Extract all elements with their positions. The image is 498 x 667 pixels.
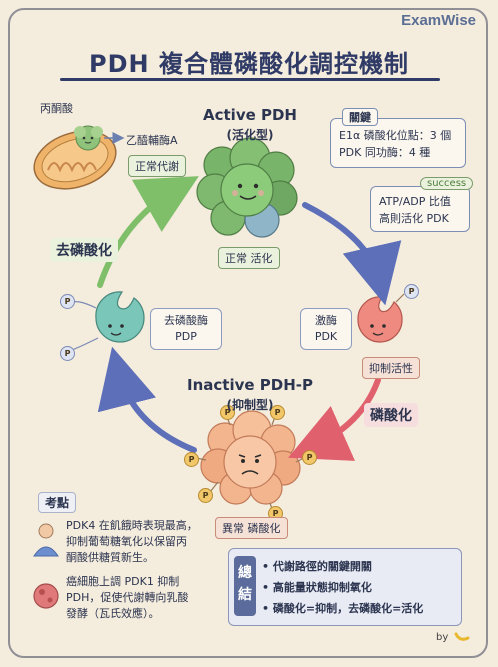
acetyl-coa-label: 乙醯輔酶A [126, 134, 178, 147]
pdk-box: 激酶 PDK [300, 308, 352, 350]
exam-item-2-line-1: 癌細胞上調 PDK1 抑制 [66, 575, 180, 588]
pyruvate-label: 丙酮酸 [40, 102, 73, 115]
inactive-pdh-subtitle: (抑制型) [226, 398, 274, 412]
summary-title: 總結 [234, 556, 256, 616]
pdk-line-1: 激酶 [315, 314, 337, 327]
pdp-box: 去磷酸酶 PDP [150, 308, 222, 350]
key-fact-2: PDK 同功酶：4 種 [339, 146, 431, 159]
exam-item-1-line-3: 酮酸供糖質新生。 [66, 551, 154, 564]
key-facts-box: E1α 磷酸化位點：3 個 PDK 同功酶：4 種 [330, 118, 466, 168]
summary-item-3: • 磷酸化=抑制，去磷酸化=活化 [262, 602, 424, 615]
success-badge: success [420, 177, 474, 190]
inactive-pdh-title: Inactive PDH-P [187, 376, 313, 394]
normal-metabolism-tag: 正常代謝 [128, 155, 186, 177]
active-status-tag: 正常 活化 [218, 247, 280, 269]
page-frame [8, 8, 488, 658]
exam-points-head: 考點 [38, 492, 77, 513]
exam-item-1-line-2: 抑制葡萄糖氧化以保留丙 [66, 535, 187, 548]
phosphate-badge: P [184, 452, 199, 467]
dephosphorylation-arrow [97, 176, 199, 288]
pdp-enzyme-icon [95, 291, 145, 343]
dephosphorylation-label: 去磷酸化 [50, 238, 118, 262]
atp-line-2: 高則活化 PDK [379, 212, 449, 225]
key-facts-head: 關鍵 [342, 108, 378, 126]
page-title: PDH 複合體磷酸化調控機制 [89, 50, 409, 78]
phosphate-badge: P [60, 294, 75, 309]
phosphate-badge: P [404, 284, 419, 299]
exam-item-2: 癌細胞上調 PDK1 抑制 PDH，促使代謝轉向乳酸 發酵（瓦氏效應）。 [66, 574, 188, 622]
inactive-pdh-icon [200, 410, 301, 505]
exam-item-1-line-1: PDK4 在飢餓時表現最高， [66, 519, 198, 532]
summary-item-2: • 高能量狀態抑制氧化 [262, 581, 372, 594]
summary-box [228, 548, 462, 626]
key-fact-1: E1α 磷酸化位點：3 個 [339, 129, 452, 142]
exam-item-2-line-2: PDH，促使代謝轉向乳酸 [66, 591, 189, 604]
pdp-line-2: PDP [175, 330, 197, 343]
brand-logo: ExamWise [401, 12, 476, 29]
pdk-line-2: PDK [314, 330, 338, 343]
phosphate-badge: P [270, 405, 285, 420]
pdp-line-1: 去磷酸酶 [164, 314, 208, 327]
doctor-icon [33, 523, 59, 557]
active-pdh-icon [196, 137, 298, 238]
exam-item-1: PDK4 在飢餓時表現最高， 抑制葡萄糖氧化以保留丙 酮酸供糖質新生。 [66, 518, 198, 566]
phosphate-badge: P [60, 346, 75, 361]
banana-icon [454, 632, 470, 641]
exam-item-2-line-3: 發酵（瓦氏效應）。 [66, 607, 160, 620]
inactive-status-tag: 異常 磷酸化 [215, 517, 288, 539]
pdk-enzyme-icon [357, 293, 405, 343]
atp-box: ATP/ADP 比值 高則活化 PDK [370, 186, 470, 232]
small-pdh-icon [74, 125, 103, 151]
pdk-inhibit-tag: 抑制活性 [362, 357, 420, 379]
phosphate-badge: P [220, 405, 235, 420]
pdk-arrow [302, 202, 402, 306]
active-pdh-title: Active PDH [203, 106, 297, 124]
title-underline [60, 78, 440, 81]
byline: by [436, 632, 449, 643]
atp-line-1: ATP/ADP 比值 [379, 195, 451, 208]
summary-item-1: • 代謝路徑的關鍵開關 [262, 560, 372, 573]
phosphorylation-label: 磷酸化 [364, 403, 418, 427]
cancer-cell-icon [33, 583, 59, 609]
phosphate-badge: P [198, 488, 213, 503]
phosphate-badge: P [302, 450, 317, 465]
phosphorylation-arrow [288, 377, 381, 461]
pdp-return-arrow [97, 346, 197, 453]
pdp-phosphate-lines [71, 301, 99, 351]
active-pdh-subtitle: (活化型) [226, 128, 274, 142]
